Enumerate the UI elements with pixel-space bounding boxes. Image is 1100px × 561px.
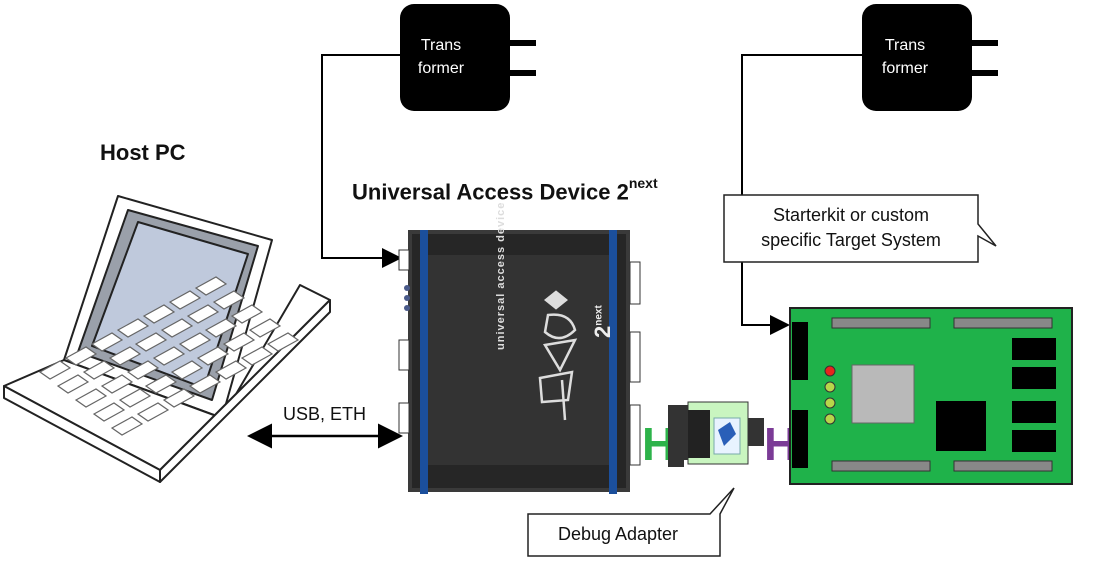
target-callout-line2: specific Target System bbox=[761, 230, 941, 250]
keyboard-key bbox=[110, 416, 144, 436]
keyboard-key bbox=[92, 402, 126, 422]
keyboard-key bbox=[168, 290, 202, 310]
transformer-left-line2: former bbox=[417, 60, 465, 77]
keyboard-key bbox=[212, 290, 246, 310]
keyboard-key bbox=[118, 388, 152, 408]
keyboard-key bbox=[82, 360, 116, 380]
device-casing-brand: universal access device bbox=[495, 201, 507, 350]
device-casing-text: universal access device bbox=[495, 202, 507, 350]
target-callout-text: Starterkit or custom specific Target Sys… bbox=[724, 203, 978, 253]
uad2-device bbox=[398, 230, 641, 494]
target-board bbox=[789, 307, 1073, 485]
device-casing-next: next bbox=[593, 305, 605, 326]
power-cable-target bbox=[741, 54, 862, 335]
transformer-right bbox=[862, 4, 998, 111]
laptop-keyboard bbox=[38, 276, 300, 436]
keyboard-key bbox=[38, 360, 72, 380]
keyboard-key bbox=[248, 318, 282, 338]
keyboard-key bbox=[204, 318, 238, 338]
keyboard-key bbox=[152, 346, 186, 366]
keyboard-key bbox=[134, 332, 168, 352]
keyboard-key bbox=[108, 346, 142, 366]
host-pc-title: Host PC bbox=[100, 140, 186, 165]
transformer-left-label: Trans former bbox=[386, 34, 496, 80]
transformer-right-line1: Trans bbox=[884, 37, 926, 54]
device-title-text: Universal Access Device 2 bbox=[352, 179, 629, 205]
device-casing-number: 2next bbox=[590, 305, 616, 338]
transformer-left bbox=[400, 4, 536, 111]
keyboard-key bbox=[222, 332, 256, 352]
device-title-superscript: next bbox=[628, 175, 658, 191]
keyboard-key bbox=[126, 360, 160, 380]
power-cable-device bbox=[321, 54, 402, 268]
keyboard-key bbox=[162, 388, 196, 408]
target-callout-line1: Starterkit or custom bbox=[772, 205, 930, 225]
keyboard-key bbox=[56, 374, 90, 394]
keyboard-key bbox=[90, 332, 124, 352]
keyboard-key bbox=[64, 346, 98, 366]
connection-label: USB, ETH bbox=[283, 404, 367, 424]
target-callout-bubble bbox=[723, 194, 997, 263]
keyboard-key bbox=[188, 374, 222, 394]
device-casing-two: 2 bbox=[590, 325, 615, 338]
keyboard-key bbox=[194, 276, 228, 296]
keyboard-key bbox=[214, 360, 248, 380]
keyboard-key bbox=[170, 360, 204, 380]
keyboard-key bbox=[178, 332, 212, 352]
keyboard-key bbox=[160, 318, 194, 338]
keyboard-key bbox=[144, 374, 178, 394]
device-title: Universal Access Device 2next bbox=[352, 175, 658, 205]
transformer-left-line1: Trans bbox=[420, 37, 462, 54]
keyboard-key bbox=[116, 318, 150, 338]
adapter-callout-text: Debug Adapter bbox=[557, 524, 679, 544]
transformer-right-label: Trans former bbox=[850, 34, 960, 80]
adapter-callout-bubble bbox=[527, 487, 735, 557]
keyboard-key bbox=[240, 346, 274, 366]
keyboard-key bbox=[266, 332, 300, 352]
keyboard-key bbox=[186, 304, 220, 324]
keyboard-key bbox=[100, 374, 134, 394]
debug-adapter: H H bbox=[642, 401, 797, 470]
keyboard-key bbox=[74, 388, 108, 408]
keyboard-key bbox=[196, 346, 230, 366]
transformer-right-line2: former bbox=[881, 60, 929, 77]
keyboard-key bbox=[136, 402, 170, 422]
keyboard-key bbox=[230, 304, 264, 324]
keyboard-key bbox=[142, 304, 176, 324]
